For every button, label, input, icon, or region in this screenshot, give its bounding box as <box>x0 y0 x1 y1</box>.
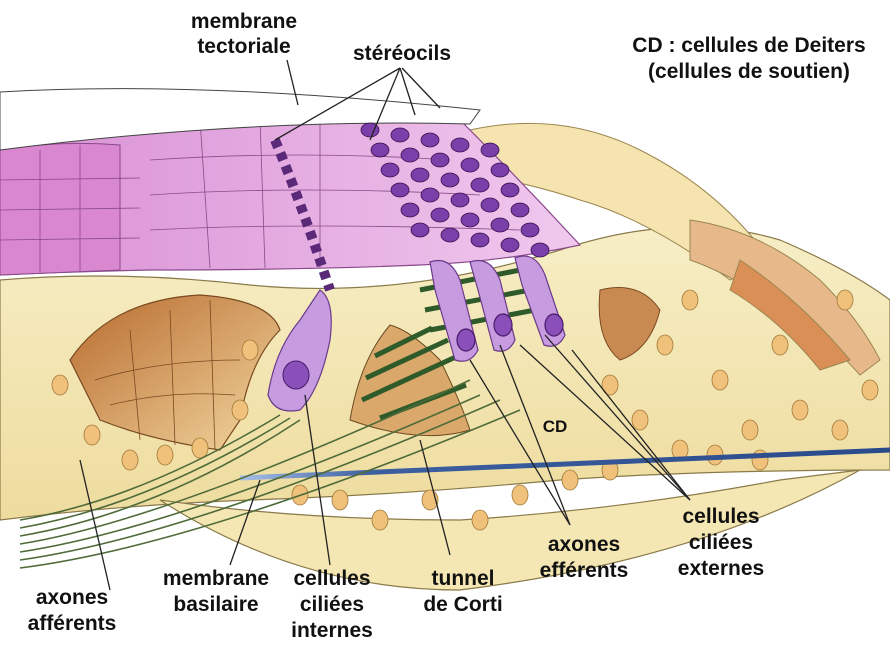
stereocil <box>481 143 499 157</box>
stereocil <box>461 213 479 227</box>
stereocil <box>431 153 449 167</box>
support-cell-nucleus <box>832 420 848 440</box>
support-cell-nucleus <box>837 290 853 310</box>
stereocil <box>411 223 429 237</box>
stereocil <box>491 218 509 232</box>
label-cellules-ciliees-internes-line2: ciliées <box>300 593 364 616</box>
stereocil <box>431 208 449 222</box>
support-cell-nucleus <box>562 470 578 490</box>
label-stereocils: stéréocils <box>353 42 451 65</box>
support-cell-nucleus <box>232 400 248 420</box>
support-cell-nucleus <box>792 400 808 420</box>
stereocil <box>371 143 389 157</box>
stereocil <box>511 203 529 217</box>
legend-line1: CD : cellules de Deiters <box>632 34 865 57</box>
label-cd-marker: CD <box>543 417 568 436</box>
legend-line2: (cellules de soutien) <box>648 60 850 83</box>
label-cellules-ciliees-externes-line2: ciliées <box>689 531 753 554</box>
support-cell-nucleus <box>712 370 728 390</box>
support-cell-nucleus <box>657 335 673 355</box>
stereocil <box>491 163 509 177</box>
support-cell-nucleus <box>372 510 388 530</box>
label-axones-efferents-line2: efférents <box>540 559 629 582</box>
stereocil <box>501 183 519 197</box>
stereocil <box>451 193 469 207</box>
stereocil <box>391 128 409 142</box>
label-axones-afferents-line1: axones <box>36 586 108 609</box>
support-cell-nucleus <box>242 340 258 360</box>
support-cell-nucleus <box>157 445 173 465</box>
support-cell-nucleus <box>862 380 878 400</box>
label-tunnel-de-corti-line1: tunnel <box>432 567 495 590</box>
stereocil <box>521 223 539 237</box>
label-tunnel-de-corti-line2: de Corti <box>423 593 502 616</box>
label-cellules-ciliees-externes-line1: cellules <box>682 505 759 528</box>
support-cell-nucleus <box>472 510 488 530</box>
support-cell-nucleus <box>772 335 788 355</box>
support-cell-nucleus <box>512 485 528 505</box>
stereocil <box>461 158 479 172</box>
stereocil <box>471 233 489 247</box>
stereocil <box>401 203 419 217</box>
label-axones-efferents-line1: axones <box>548 533 620 556</box>
support-cell-nucleus <box>682 290 698 310</box>
stereocil <box>391 183 409 197</box>
label-membrane-tectoriale-line2: tectoriale <box>197 35 290 58</box>
label-cellules-ciliees-internes-line3: internes <box>291 619 373 642</box>
stereocil <box>441 228 459 242</box>
stereocil <box>401 148 419 162</box>
support-cell-nucleus <box>84 425 100 445</box>
support-cell-nucleus <box>332 490 348 510</box>
label-cellules-ciliees-externes-line3: externes <box>678 557 764 580</box>
stereocil <box>501 238 519 252</box>
label-membrane-basilaire-line2: basilaire <box>173 593 258 616</box>
stereocil <box>481 198 499 212</box>
label-cellules-ciliees-internes-line1: cellules <box>293 567 370 590</box>
stereocil <box>451 138 469 152</box>
stereocil <box>531 243 549 257</box>
stereocil <box>421 188 439 202</box>
support-cell-nucleus <box>742 420 758 440</box>
label-axones-afferents-line2: afférents <box>28 612 117 635</box>
label-membrane-tectoriale-line1: membrane <box>191 10 297 33</box>
stereocil <box>381 163 399 177</box>
stereocil <box>441 173 459 187</box>
support-cell-nucleus <box>192 438 208 458</box>
stereocil <box>411 168 429 182</box>
label-membrane-basilaire-line1: membrane <box>163 567 269 590</box>
stereocil <box>471 178 489 192</box>
support-cell-nucleus <box>122 450 138 470</box>
stereocil <box>421 133 439 147</box>
support-cell-nucleus <box>52 375 68 395</box>
support-cell-nucleus <box>632 410 648 430</box>
